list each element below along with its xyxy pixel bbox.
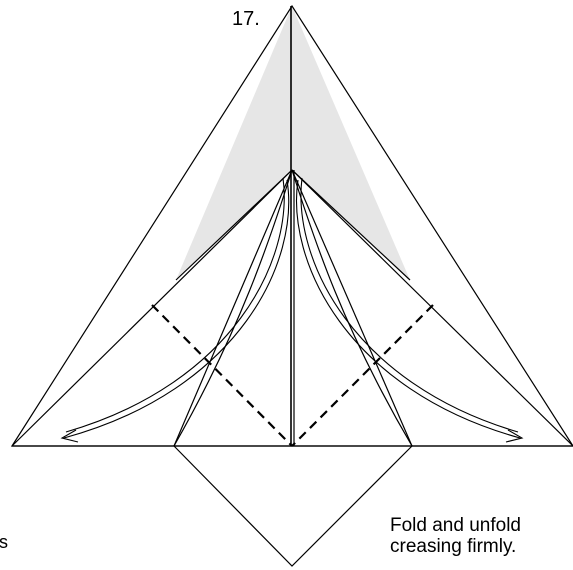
shaded-flap bbox=[176, 6, 410, 280]
left-curved-edge bbox=[173, 169, 293, 447]
right-long-edge bbox=[291, 169, 573, 447]
flap-right-edge bbox=[291, 169, 411, 281]
right-valley-fold bbox=[291, 304, 434, 447]
right-instruction-caption: Fold and unfold creasing firmly. bbox=[390, 515, 521, 557]
left-instruction-caption: ntre ayers bbox=[0, 532, 9, 552]
left-valley-fold bbox=[151, 304, 293, 447]
left-long-edge bbox=[11, 169, 293, 447]
curved-fold-arrow-left-icon bbox=[60, 177, 290, 443]
step-number: 17. bbox=[232, 8, 260, 30]
curved-fold-arrow-right-icon bbox=[296, 177, 524, 443]
lower-diamond bbox=[173, 445, 413, 567]
right-kite-edge bbox=[291, 169, 413, 447]
left-kite-edge bbox=[173, 169, 293, 447]
